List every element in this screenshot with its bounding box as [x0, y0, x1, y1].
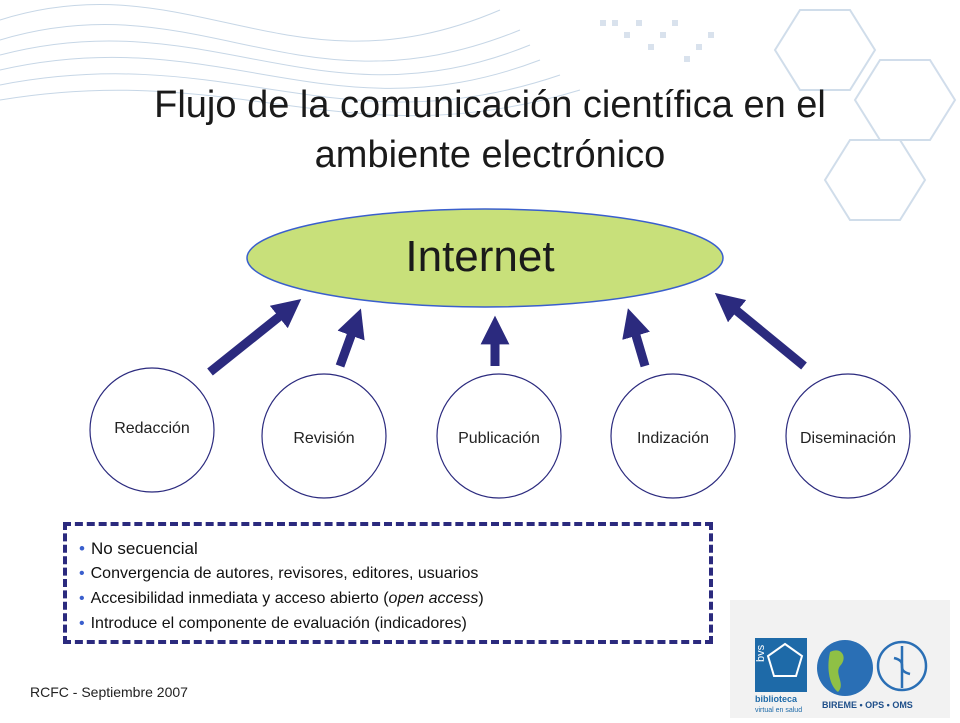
stage-label-publicacion: Publicación: [458, 430, 540, 447]
arrows: [207, 292, 807, 376]
stage-circle-revision: [261, 373, 387, 499]
logos: bvs biblioteca virtual en salud BIREME •…: [755, 638, 928, 714]
internet-ellipse: [246, 208, 724, 308]
bireme-label: BIREME • OPS • OMS: [822, 700, 913, 710]
stage-circle-publicacion: [436, 373, 562, 499]
stage-label-revision: Revisión: [293, 430, 354, 447]
stage-circle-redaccion: [89, 367, 215, 493]
note-item: •Introduce el componente de evaluación (…: [79, 615, 467, 632]
logo-panel: bvs biblioteca virtual en salud BIREME •…: [730, 600, 950, 718]
arrow-diseminacion: [714, 292, 807, 370]
stage-circle-diseminacion: [785, 373, 911, 499]
stage-label-indizacion: Indización: [637, 430, 709, 447]
arrow-revision: [335, 308, 365, 368]
footer-text: RCFC - Septiembre 2007: [30, 684, 188, 700]
oms-emblem: [876, 640, 928, 692]
note-item: •Accesibilidad inmediata y acceso abiert…: [79, 590, 484, 607]
note-item: •Convergencia de autores, revisores, edi…: [79, 565, 479, 582]
stage-circles: [89, 367, 911, 499]
stage-circle-indizacion: [610, 373, 736, 499]
note-item: •No secuencial: [79, 539, 198, 558]
arrow-indizacion: [622, 308, 650, 368]
svg-text:bvs: bvs: [755, 644, 767, 662]
bvs-logo: bvs biblioteca virtual en salud: [755, 638, 807, 714]
arrow-redaccion: [207, 299, 302, 376]
internet-label: Internet: [405, 232, 554, 281]
svg-text:biblioteca: biblioteca: [755, 694, 798, 704]
globe-logo: [817, 640, 873, 696]
stage-label-redaccion: Redacción: [114, 420, 190, 437]
stage-label-diseminacion: Diseminación: [800, 430, 896, 447]
svg-text:virtual en salud: virtual en salud: [755, 707, 802, 714]
page-title: Flujo de la comunicación científica en e…: [154, 84, 826, 176]
notes-box: •No secuencial •Convergencia de autores,…: [63, 522, 713, 644]
